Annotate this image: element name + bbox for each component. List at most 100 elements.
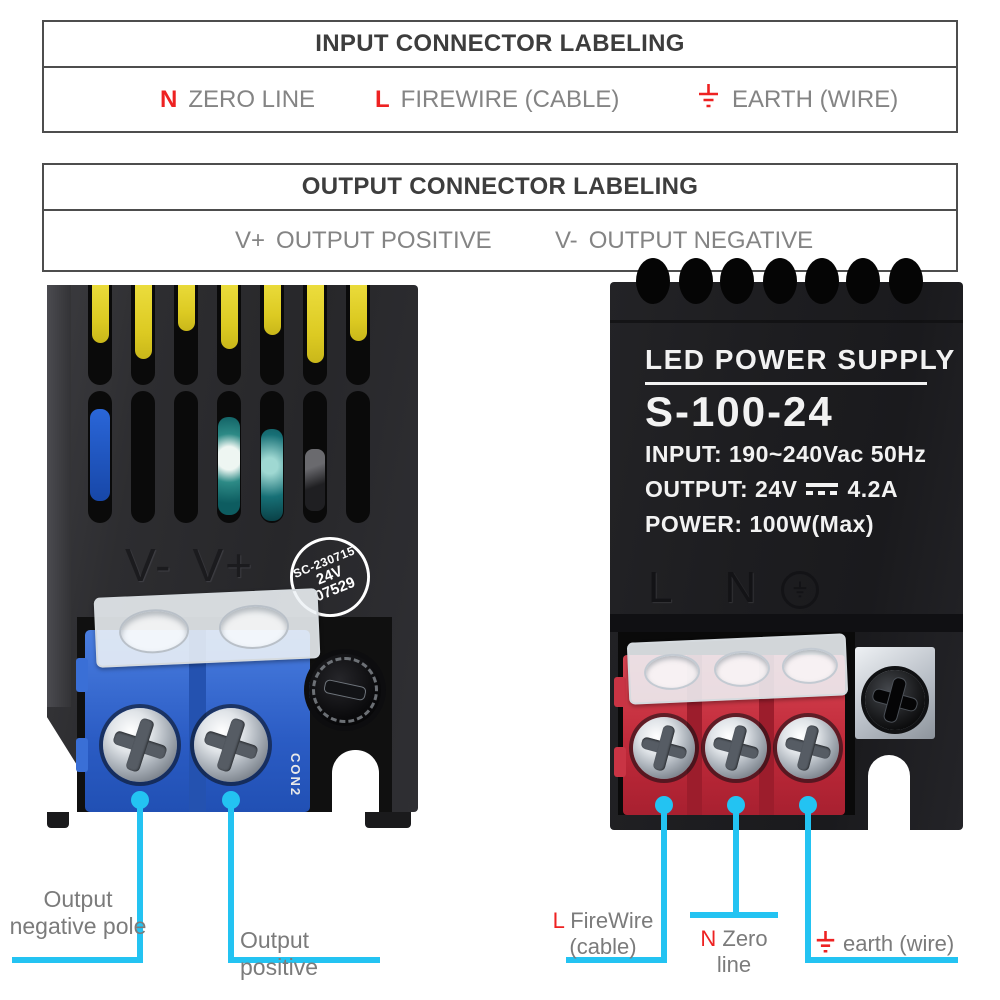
earth-icon — [814, 930, 837, 961]
legend-earth: EARTH (WIRE) — [696, 83, 898, 117]
vent-hole — [720, 258, 754, 304]
yellow-wire — [135, 285, 152, 359]
output-spec-prefix: OUTPUT: 24V — [645, 476, 798, 502]
vent-slot — [260, 391, 284, 523]
input-spec-line: INPUT: 190~240Vac 50Hz — [645, 441, 927, 467]
vent-slot — [346, 391, 370, 523]
terminal-tab — [614, 747, 626, 777]
vent-hole — [805, 258, 839, 304]
callout-line — [228, 798, 234, 963]
dc-voltage-icon — [806, 482, 839, 497]
symbol-l: L — [375, 85, 390, 113]
firewire-label: FIREWIRE (CABLE) — [400, 85, 620, 113]
input-legend-row: N ZERO LINE L FIREWIRE (CABLE) EARTH (WI… — [44, 68, 956, 131]
cover-lens — [713, 649, 771, 689]
terminal-clear-cover — [93, 588, 321, 668]
product-title: LED POWER SUPPLY — [645, 344, 956, 375]
mounting-notch — [868, 755, 910, 830]
callout-line — [690, 912, 778, 918]
output-positive-screw — [194, 708, 268, 782]
output-panel-title: OUTPUT CONNECTOR LABELING — [44, 165, 956, 211]
output-spec-line: OUTPUT: 24V 4.2A — [645, 476, 898, 503]
photo-input-side: LED POWER SUPPLY S-100-24 INPUT: 190~240… — [610, 258, 963, 830]
n-marking: N — [724, 563, 757, 612]
v-minus-marking: V- — [125, 539, 173, 591]
voltage-adjust-pot — [309, 654, 381, 726]
symbol-v-plus: V+ — [235, 226, 266, 254]
power-spec-line: POWER: 100W(Max) — [645, 511, 875, 537]
vent-hole — [763, 258, 797, 304]
output-legend-row: V+ OUTPUT POSITIVE V- OUTPUT NEGATIVE — [44, 211, 956, 270]
earth-icon — [696, 83, 721, 117]
live-terminal-screw — [633, 717, 695, 779]
callout-line — [566, 957, 667, 963]
callout-line — [661, 802, 667, 963]
blue-capacitor — [90, 409, 110, 501]
terminal-tab — [614, 677, 626, 707]
vent-slot — [217, 391, 241, 523]
l-marking: L — [648, 563, 673, 612]
terminal-clear-cover — [626, 633, 849, 705]
photo-output-side: V- V+ SC-230715 24V 07529 CON2 — [47, 285, 418, 830]
callout-firewire: L FireWire (cable) — [552, 908, 654, 959]
callout-output-positive: Output positive — [240, 927, 318, 981]
callout-earth: earth (wire) — [814, 930, 964, 961]
zero-line-label: ZERO LINE — [188, 85, 316, 113]
legend-firewire: L FIREWIRE (CABLE) — [375, 86, 619, 114]
case-step — [610, 614, 963, 632]
callout-line — [12, 957, 143, 963]
v-plus-marking: V+ — [192, 539, 255, 591]
vent-slot — [303, 391, 327, 523]
vent-slot — [131, 391, 155, 523]
callout-line — [805, 802, 811, 963]
yellow-wire — [178, 285, 195, 331]
yellow-wire — [264, 285, 281, 335]
callout-zero-line: N Zero line — [700, 926, 768, 977]
earth-terminal-screw — [777, 717, 839, 779]
terminal-markings: V- V+ — [125, 538, 254, 592]
case-foot — [365, 812, 411, 828]
vent-hole — [679, 258, 713, 304]
teal-capacitor — [218, 417, 240, 515]
output-spec-amps: 4.2A — [847, 476, 899, 502]
terminal-tab — [76, 738, 88, 772]
teal-capacitor — [261, 429, 283, 521]
output-negative-label: OUTPUT NEGATIVE — [588, 226, 814, 254]
input-terminal-markings: L N — [648, 563, 756, 613]
earth-label: EARTH (WIRE) — [732, 85, 899, 113]
yellow-wire — [307, 285, 324, 363]
cover-lens — [781, 646, 839, 686]
title-underline — [645, 382, 927, 385]
yellow-wire — [221, 285, 238, 349]
case-seam — [610, 320, 963, 323]
callout-output-negative: Output negative pole — [9, 886, 147, 940]
metal-component — [305, 449, 325, 511]
output-positive-label: OUTPUT POSITIVE — [276, 226, 492, 254]
terminal-tab — [76, 658, 88, 692]
cover-lens — [118, 607, 191, 655]
yellow-wire — [92, 285, 109, 343]
input-panel-title: INPUT CONNECTOR LABELING — [44, 22, 956, 68]
legend-output-positive: V+ OUTPUT POSITIVE — [235, 227, 492, 255]
neutral-terminal-screw — [705, 717, 767, 779]
legend-output-negative: V- OUTPUT NEGATIVE — [555, 227, 813, 255]
input-connector-panel: INPUT CONNECTOR LABELING N ZERO LINE L F… — [42, 20, 958, 133]
callout-line — [228, 957, 380, 963]
callout-line — [733, 802, 739, 918]
vent-hole — [889, 258, 923, 304]
callout-line — [805, 957, 958, 963]
mounting-notch — [332, 750, 379, 812]
cover-lens — [218, 603, 290, 651]
symbol-n: N — [160, 85, 178, 113]
case-edge-highlight — [47, 285, 71, 707]
cover-lens — [643, 652, 701, 692]
case-foot — [47, 812, 69, 828]
con2-silkscreen: CON2 — [288, 753, 303, 798]
vent-slot — [174, 391, 198, 523]
model-number: S-100-24 — [645, 388, 834, 435]
vent-hole — [636, 258, 670, 304]
ground-screw — [865, 670, 925, 730]
legend-zero-line: N ZERO LINE — [160, 86, 315, 114]
earth-emboss-icon — [781, 571, 819, 609]
